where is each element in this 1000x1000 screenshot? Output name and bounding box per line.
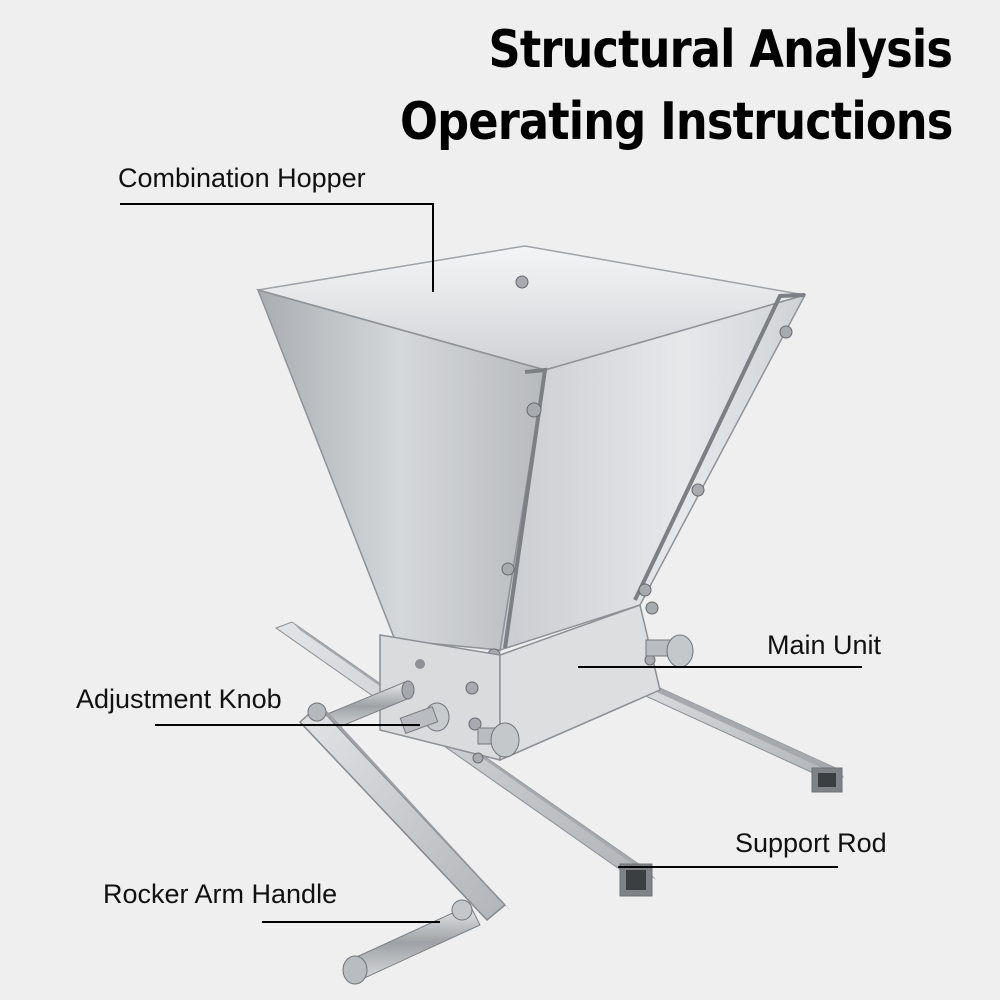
hopper-leader-line	[120, 203, 434, 292]
title-line-2: Operating Instructions	[399, 92, 952, 152]
adjustment-knob	[324, 680, 450, 734]
label-rocker-arm-handle: Rocker Arm Handle	[103, 879, 338, 909]
rocker-arm-handle	[298, 702, 512, 985]
label-main-unit: Main Unit	[767, 630, 882, 660]
callout-lines	[120, 203, 862, 923]
label-support-rod: Support Rod	[735, 828, 887, 858]
label-adjustment-knob: Adjustment Knob	[76, 684, 282, 714]
title-line-1: Structural Analysis	[488, 20, 953, 80]
support-rod-right	[598, 667, 844, 793]
label-combination-hopper: Combination Hopper	[118, 163, 366, 193]
combination-hopper	[256, 245, 807, 662]
